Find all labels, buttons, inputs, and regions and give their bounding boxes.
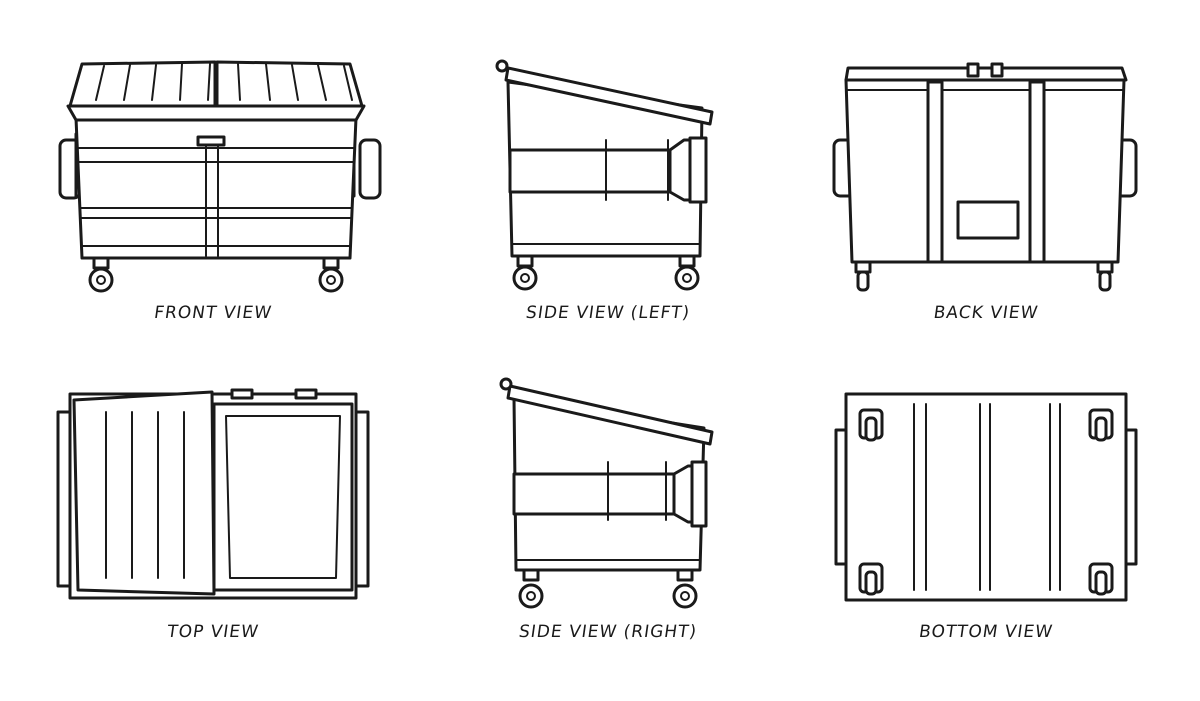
front-view-drawing bbox=[58, 60, 382, 293]
caption-bottom-view: BOTTOM VIEW bbox=[917, 622, 1055, 642]
caption-back-view: BACK VIEW bbox=[932, 303, 1040, 323]
back-view-drawing bbox=[832, 62, 1138, 292]
caption-front-view: FRONT VIEW bbox=[152, 303, 274, 323]
top-view-drawing bbox=[56, 388, 370, 600]
caption-top-view: TOP VIEW bbox=[165, 622, 261, 642]
bottom-view-drawing bbox=[834, 392, 1138, 602]
caption-side-view-right: SIDE VIEW (RIGHT) bbox=[517, 622, 699, 642]
side-view-right-drawing bbox=[499, 377, 714, 609]
caption-side-view-left: SIDE VIEW (LEFT) bbox=[524, 303, 692, 323]
side-view-left-drawing bbox=[495, 59, 714, 291]
